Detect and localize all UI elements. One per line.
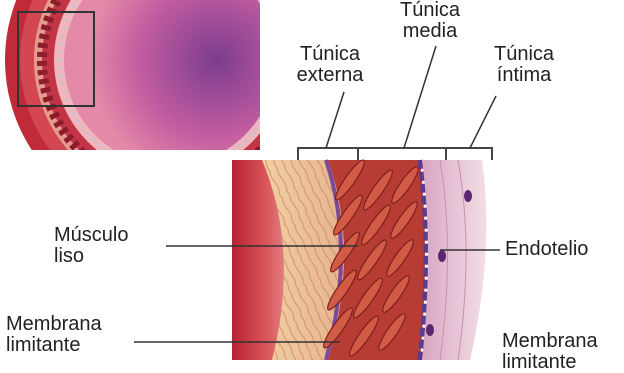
label-tunica-media: Túnica media bbox=[400, 0, 460, 42]
endothelial-nucleus bbox=[438, 250, 446, 262]
label-membrana-limitante-interna: Membrana limitante bbox=[502, 331, 598, 373]
label-membrana-limitante-externa: Membrana limitante bbox=[6, 314, 102, 356]
label-musculo-liso: Músculo liso bbox=[54, 225, 128, 267]
endothelial-nucleus bbox=[426, 324, 434, 336]
label-tunica-externa: Túnica externa bbox=[297, 44, 364, 86]
label-tunica-intima: Túnica íntima bbox=[494, 44, 554, 86]
label-endotelio: Endotelio bbox=[505, 239, 588, 260]
artery-wall-section bbox=[232, 157, 486, 360]
artery-wall-diagram: Túnica externa Túnica media Túnica íntim… bbox=[0, 0, 624, 360]
endothelial-nucleus bbox=[464, 190, 472, 202]
layer-brackets bbox=[298, 148, 492, 160]
